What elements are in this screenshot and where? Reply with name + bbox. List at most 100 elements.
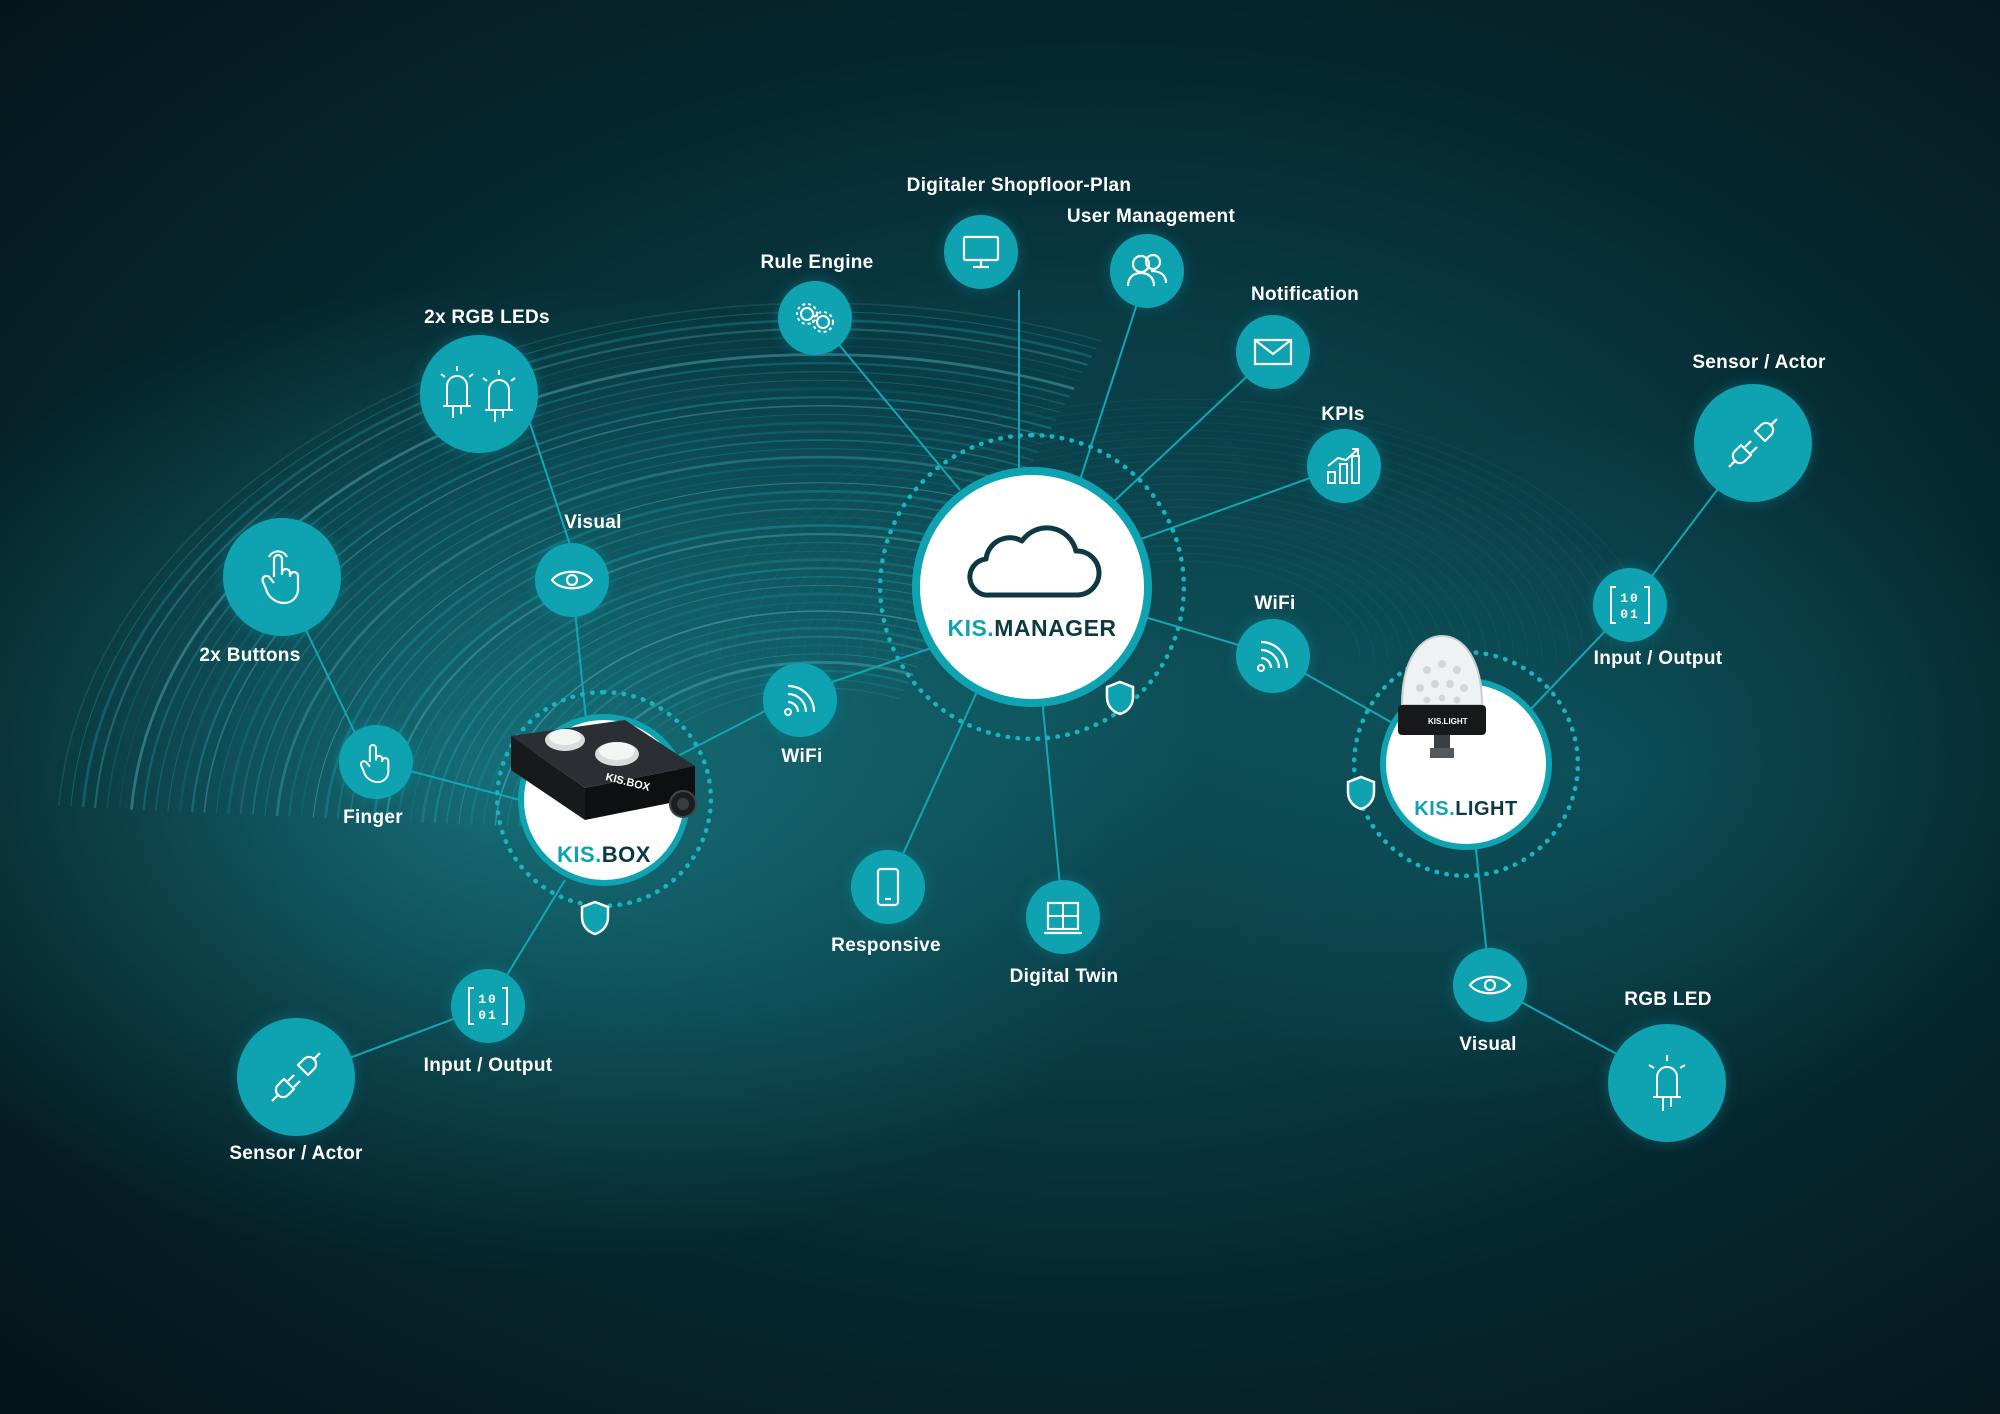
io-bits-top: 10 — [478, 992, 498, 1007]
wifi-icon — [1257, 640, 1289, 672]
io-bits-bottom: 01 — [478, 1008, 498, 1023]
gears-icon — [796, 303, 834, 333]
rgb-leds-label: 2x RGB LEDs — [424, 307, 550, 328]
light-title: KIS.LIGHT — [1414, 798, 1518, 820]
swirl-streak — [324, 489, 1003, 819]
kis-box-device: KIS.BOX — [511, 720, 697, 820]
light-device-label: KIS.LIGHT — [1428, 717, 1468, 726]
sensor-right-label: Sensor / Actor — [1692, 352, 1826, 373]
wifi-right-label: WiFi — [1254, 593, 1296, 614]
wifi-left-label: WiFi — [781, 746, 823, 767]
hand-pointer-icon — [359, 744, 390, 784]
swirl-streak — [203, 405, 1048, 813]
io-right-label: Input / Output — [1593, 648, 1723, 669]
rule-engine-node[interactable] — [778, 281, 852, 355]
eye-icon — [550, 570, 594, 590]
visual-left-node[interactable] — [535, 543, 609, 617]
user-management-label: User Management — [1066, 206, 1236, 227]
plug-icon — [271, 1052, 321, 1102]
swirl-streak — [275, 455, 1021, 817]
swirl-streak — [227, 421, 1039, 814]
finger-label: Finger — [343, 807, 403, 828]
swirl-streak — [252, 439, 1030, 815]
finger-node[interactable] — [339, 725, 413, 799]
swirl-streak — [719, 406, 1641, 661]
swirl-streak — [300, 473, 1012, 818]
swirl-streak — [469, 592, 950, 825]
swirl-streak — [70, 311, 1097, 807]
digital-twin-icon — [1044, 901, 1082, 935]
swirl-streak — [264, 448, 1025, 816]
swirl-streak — [215, 413, 1043, 814]
swirl-streak — [288, 464, 1017, 817]
io-left-node[interactable]: 10 01 — [451, 969, 525, 1043]
manager-title: KIS.MANAGER — [947, 615, 1117, 641]
kis-manager-hub[interactable]: KIS.MANAGER — [912, 467, 1152, 707]
swirl-streak — [421, 558, 967, 823]
sensor-left-node[interactable] — [237, 1018, 355, 1136]
swirl-streak — [446, 576, 958, 824]
rgb-led-node[interactable] — [1608, 1024, 1726, 1142]
io-bits-bottom: 01 — [1620, 607, 1640, 622]
shopfloor-plan-label: Digitaler Shopfloor-Plan — [906, 175, 1132, 196]
wifi-left-node[interactable] — [763, 663, 837, 737]
swirl-streak — [817, 460, 1543, 661]
connector-rule-engine — [815, 316, 961, 491]
cloud-icon — [967, 525, 1102, 598]
shield-icon — [1105, 680, 1135, 716]
box-title: KIS.BOX — [557, 842, 651, 867]
io-right-node[interactable]: 10 01 — [1593, 568, 1667, 642]
rule-engine-label: Rule Engine — [760, 252, 874, 273]
digital-twin-node[interactable] — [1026, 880, 1100, 954]
kpis-label: KPIs — [1321, 404, 1365, 425]
swirl-streak — [239, 430, 1034, 815]
swirl-streak — [312, 482, 1008, 818]
swirl-streak — [458, 584, 954, 825]
led-icon — [1648, 1055, 1686, 1111]
swirl-streak — [831, 468, 1529, 661]
rgb-leds-node[interactable] — [420, 335, 538, 453]
io-left-label: Input / Output — [423, 1055, 553, 1076]
led-icon — [440, 366, 516, 422]
manager-dotted-ring — [878, 433, 1186, 741]
responsive-node[interactable] — [851, 850, 925, 924]
buttons-label: 2x Buttons — [199, 645, 301, 666]
io-bits-top: 10 — [1620, 591, 1640, 606]
buttons-node[interactable] — [223, 518, 341, 636]
plug-icon — [1728, 418, 1778, 468]
bar-chart-icon — [1327, 448, 1360, 484]
sensor-left-label: Sensor / Actor — [229, 1143, 363, 1164]
kpis-node[interactable] — [1307, 429, 1381, 503]
responsive-label: Responsive — [831, 935, 941, 956]
kis-light-device: KIS.LIGHT — [1398, 634, 1486, 758]
users-icon — [1126, 253, 1168, 287]
monitor-icon — [962, 235, 1000, 269]
swirl-streak — [178, 387, 1057, 812]
eye-icon — [1468, 975, 1512, 995]
swirl-streak — [775, 437, 1585, 661]
visual-right-label: Visual — [1459, 1034, 1517, 1055]
sensor-right-node[interactable] — [1694, 384, 1812, 502]
shopfloor-plan-node[interactable] — [944, 215, 1018, 289]
rgb-led-label: RGB LED — [1624, 989, 1712, 1010]
wifi-right-node[interactable] — [1236, 619, 1310, 693]
visual-right-node[interactable] — [1453, 948, 1527, 1022]
swirl-streak — [58, 302, 1102, 807]
swirl-streak — [747, 421, 1613, 661]
digital-twin-label: Digital Twin — [1009, 966, 1119, 987]
swirl-streak — [433, 567, 963, 823]
notification-node[interactable] — [1236, 315, 1310, 389]
envelope-icon — [1253, 338, 1293, 366]
swirl-streak — [789, 444, 1571, 661]
shield-icon — [1346, 775, 1376, 811]
notification-label: Notification — [1250, 284, 1360, 305]
hand-pointer-icon — [261, 550, 300, 605]
user-management-node[interactable] — [1110, 234, 1184, 308]
binary-icon: 10 01 — [468, 987, 508, 1025]
wifi-icon — [784, 684, 816, 716]
smartphone-icon — [876, 867, 900, 907]
shield-icon — [580, 900, 610, 936]
swirl-streak — [761, 429, 1599, 661]
binary-icon: 10 01 — [1610, 586, 1650, 624]
